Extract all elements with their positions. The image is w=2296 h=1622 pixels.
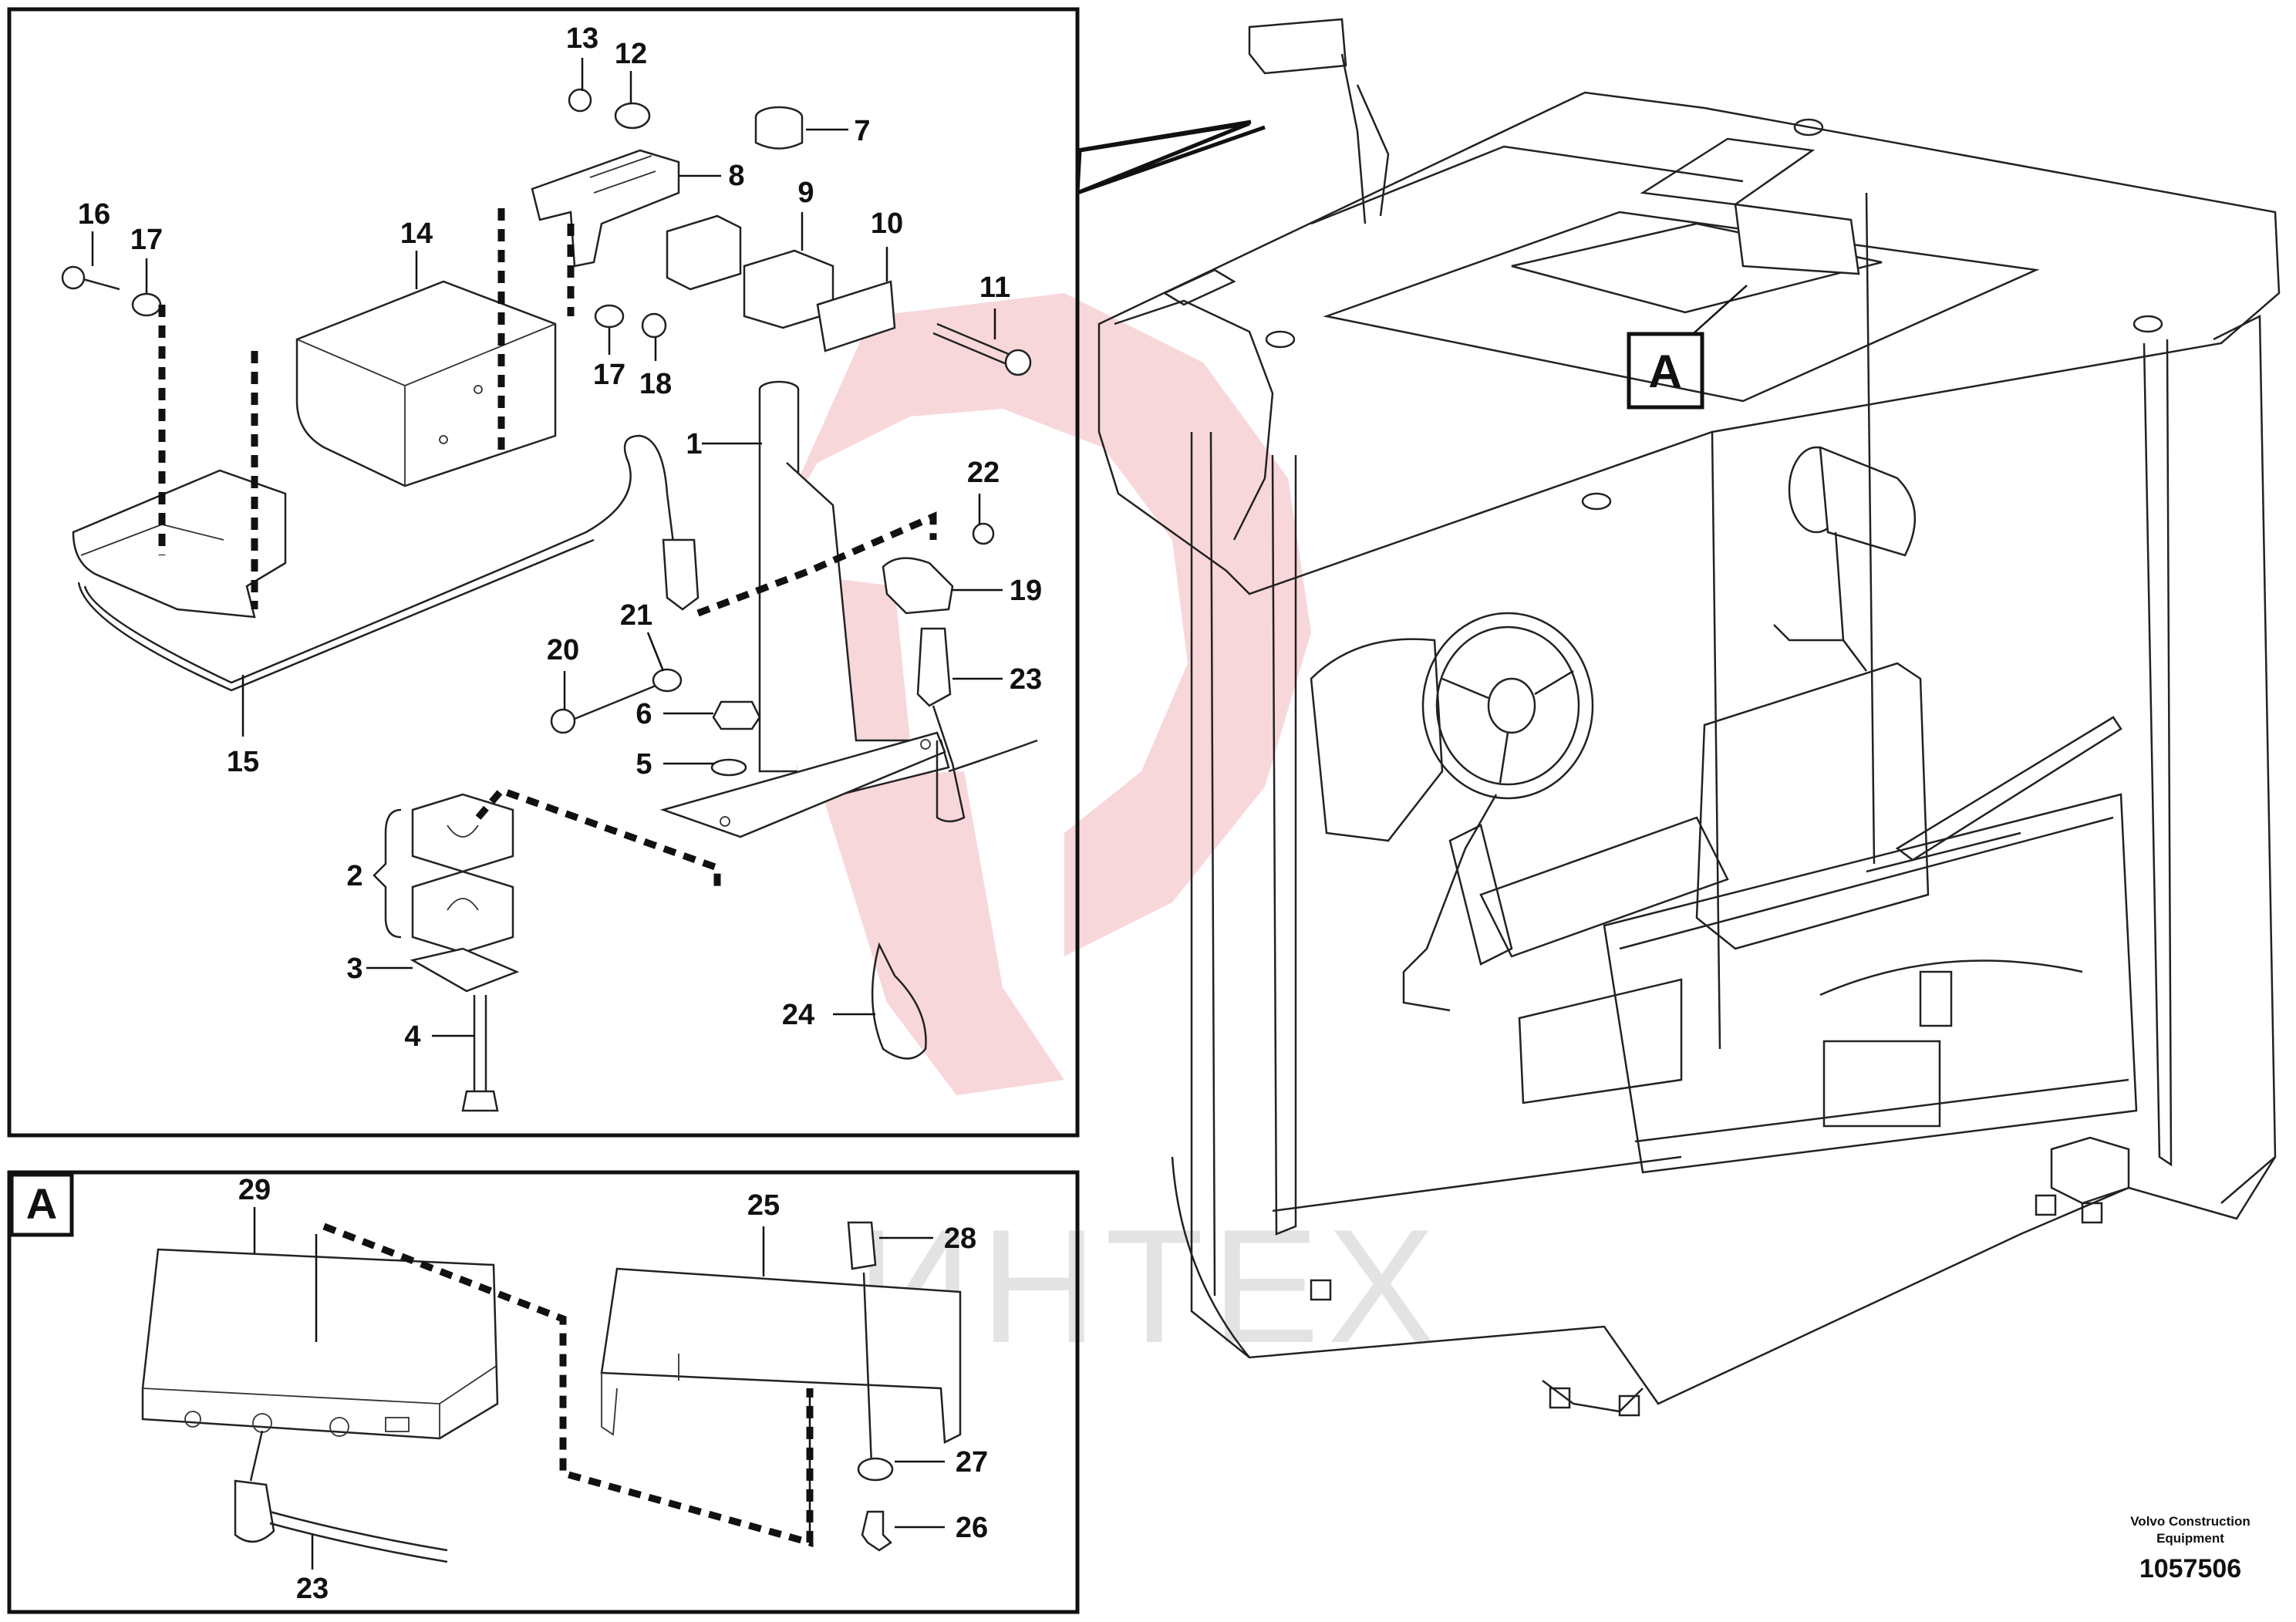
callout-1: 1 (686, 428, 702, 460)
callout-7: 7 (854, 115, 870, 147)
cab-detail-marker-box (1627, 332, 1704, 410)
callout-27: 27 (956, 1446, 988, 1479)
callout-21: 21 (620, 599, 652, 632)
cover-25 (600, 1267, 962, 1444)
plate-3 (410, 947, 520, 993)
cab-marker-leader (1692, 285, 1748, 335)
bolt-20 (550, 681, 664, 734)
callout-14: 14 (400, 218, 433, 250)
cable-plug (662, 538, 700, 611)
callout-19: 19 (1010, 575, 1042, 607)
nut-6 (712, 700, 761, 730)
clip-28 (847, 1221, 877, 1270)
cable-15 (83, 434, 680, 684)
holder-bracket (72, 469, 287, 619)
callout-11: 11 (979, 271, 1010, 304)
callout-10: 10 (871, 207, 903, 240)
inset-detail-panel (7, 1170, 1080, 1614)
callout-22: 22 (967, 457, 1000, 489)
callout-17-right: 17 (593, 359, 625, 391)
callout-13: 13 (566, 22, 598, 55)
nut-22 (972, 522, 995, 545)
callout-29: 29 (238, 1174, 271, 1206)
callout-15: 15 (227, 746, 259, 778)
inset-marker-box (9, 1172, 74, 1237)
washer-5 (710, 758, 747, 777)
publisher-line1: Volvo Construction (2130, 1514, 2250, 1529)
illustration-number: 1057506 (2139, 1554, 2241, 1583)
washer-17-right (594, 304, 625, 329)
callout-numbers: 13 12 7 8 9 10 11 16 17 14 17 18 1 22 19… (78, 22, 1042, 1605)
cab-illustration (1097, 18, 2281, 1417)
callout-23-inset: 23 (296, 1573, 329, 1605)
screw-16 (61, 265, 120, 291)
bracket-8 (531, 149, 680, 268)
screw-26 (861, 1510, 892, 1552)
inset-marker-label: A (26, 1179, 57, 1228)
callout-23-main: 23 (1010, 663, 1042, 696)
bolt-4 (461, 995, 499, 1112)
cap-7 (754, 106, 804, 150)
antenna-23 (916, 627, 1038, 823)
callout-24: 24 (782, 999, 814, 1031)
callout-12: 12 (615, 38, 647, 70)
bracket-brace-2 (373, 808, 402, 939)
control-unit-29 (141, 1248, 499, 1440)
callout-2: 2 (346, 860, 362, 892)
callout-16: 16 (78, 198, 110, 231)
callout-26: 26 (956, 1512, 988, 1544)
plate-10 (816, 280, 896, 352)
washer-21 (652, 668, 683, 693)
callout-6: 6 (636, 698, 652, 730)
callout-18: 18 (639, 368, 672, 400)
callout-17-left: 17 (130, 224, 163, 256)
bolt-11 (932, 322, 1032, 376)
nut-18 (641, 312, 667, 339)
inset-cable-23 (234, 1430, 448, 1563)
leader-lines (91, 58, 1003, 1037)
callout-20: 20 (547, 634, 579, 666)
callout-3: 3 (346, 953, 362, 985)
callout-28: 28 (944, 1222, 976, 1255)
callout-9: 9 (797, 177, 814, 209)
callout-5: 5 (636, 748, 652, 781)
washer-17-left (131, 292, 162, 317)
callout-25: 25 (747, 1189, 780, 1222)
washer-27 (857, 1457, 894, 1482)
cable-tie-24 (871, 942, 927, 1060)
nut-13 (568, 88, 592, 113)
callout-4: 4 (404, 1020, 420, 1053)
publisher-line2: Equipment (2156, 1531, 2224, 1546)
washer-12 (614, 102, 651, 130)
inset-leader-lines (253, 1207, 945, 1570)
cab-detail-marker-label: A (1648, 346, 1681, 397)
clamp-2 (411, 793, 514, 954)
clamp-9 (666, 214, 834, 329)
clamp-19 (882, 557, 954, 615)
main-detail-panel (7, 7, 1080, 1138)
callout-8: 8 (728, 160, 744, 192)
assembly-dash-lines (158, 208, 937, 887)
module-14 (295, 280, 557, 487)
